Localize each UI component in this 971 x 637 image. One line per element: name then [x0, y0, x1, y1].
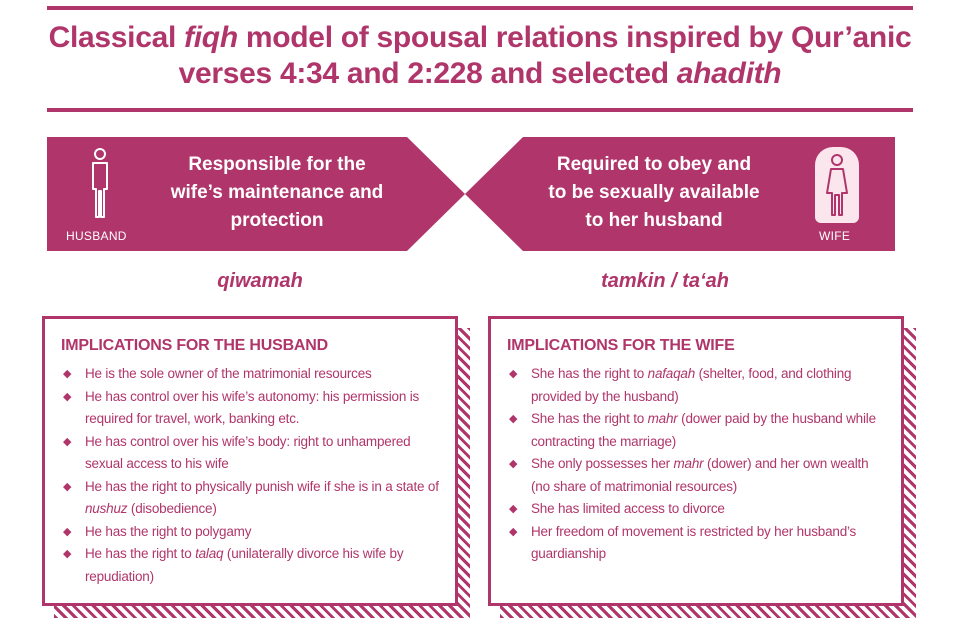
diamond-bullet-icon: ◆	[63, 390, 72, 403]
husband-responsibility: Responsible for the wife’s maintenance a…	[170, 154, 384, 231]
diamond-bullet-icon: ◆	[509, 413, 518, 425]
list-item: ◆He has control over his wife’s body: ri…	[61, 431, 439, 476]
husband-box-heading: IMPLICATIONS FOR THE HUSBAND	[61, 337, 328, 354]
page-title: Classical fiqh model of spousal relation…	[48, 21, 912, 90]
top-rule	[47, 6, 913, 10]
husband-label: HUSBAND	[66, 229, 127, 243]
concept-qiwamah: qiwamah	[217, 270, 303, 292]
list-item: ◆She only possesses her mahr (dower) and…	[507, 453, 885, 498]
concept-tamkin: tamkin / ta‘ah	[601, 270, 729, 292]
diamond-bullet-icon: ◆	[63, 525, 72, 538]
diamond-bullet-icon: ◆	[509, 525, 518, 538]
woman-icon	[826, 154, 848, 216]
list-item: ◆He has the right to polygamy	[61, 521, 439, 544]
husband-banner: HUSBAND Responsible for the wife’s maint…	[47, 137, 465, 251]
diamond-bullet-icon: ◆	[63, 548, 72, 560]
list-item: ◆He has control over his wife’s autonomy…	[61, 386, 439, 431]
list-item: ◆Her freedom of movement is restricted b…	[507, 521, 885, 566]
list-item: ◆She has the right to nafaqah (shelter, …	[507, 363, 885, 408]
wife-icon-tile	[815, 147, 859, 223]
diamond-bullet-icon: ◆	[63, 480, 72, 493]
diamond-bullet-icon: ◆	[509, 458, 518, 470]
man-icon	[92, 148, 108, 218]
diamond-bullet-icon: ◆	[63, 368, 72, 380]
list-item: ◆He has the right to talaq (unilaterally…	[61, 543, 439, 588]
diamond-bullet-icon: ◆	[509, 368, 518, 380]
list-item: ◆She has the right to mahr (dower paid b…	[507, 408, 885, 453]
husband-implications-list: ◆He is the sole owner of the matrimonial…	[61, 363, 439, 588]
diamond-bullet-icon: ◆	[63, 435, 72, 448]
list-item: ◆He is the sole owner of the matrimonial…	[61, 363, 439, 386]
wife-implications-list: ◆She has the right to nafaqah (shelter, …	[507, 363, 885, 566]
wife-obligation: Required to obey and to be sexually avai…	[548, 154, 760, 231]
list-item: ◆She has limited access to divorce	[507, 498, 885, 521]
wife-box-heading: IMPLICATIONS FOR THE WIFE	[507, 337, 735, 354]
wife-banner: Required to obey and to be sexually avai…	[465, 137, 895, 251]
wife-label: WIFE	[819, 229, 851, 243]
list-item: ◆He has the right to physically punish w…	[61, 476, 439, 521]
diamond-bullet-icon: ◆	[509, 503, 518, 515]
title-rule	[47, 108, 913, 112]
husband-implications-box: IMPLICATIONS FOR THE HUSBAND ◆He is the …	[42, 316, 458, 606]
wife-implications-box: IMPLICATIONS FOR THE WIFE ◆She has the r…	[488, 316, 904, 606]
